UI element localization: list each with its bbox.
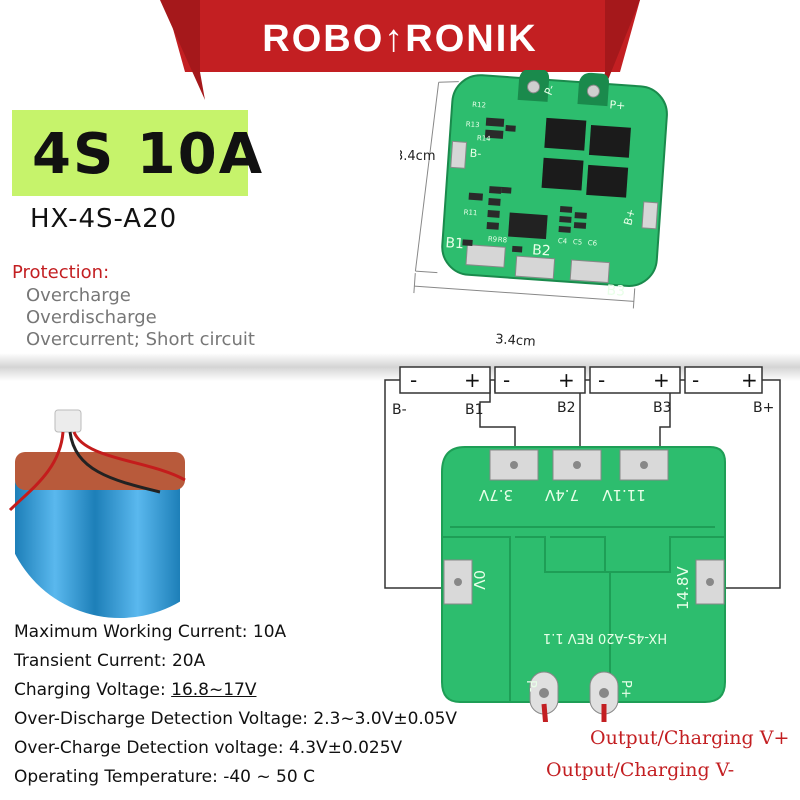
svg-text:R14: R14 xyxy=(477,134,492,143)
svg-text:B2: B2 xyxy=(532,242,552,259)
board-model-text: HX-4S-A20 REV 1.1 xyxy=(543,630,667,645)
svg-text:B+: B+ xyxy=(621,207,638,226)
protection-item: Overcharge xyxy=(26,285,131,306)
protection-title: Protection: xyxy=(12,262,110,283)
wire-label-b2: B2 xyxy=(557,400,576,416)
spec-line: Charging Voltage: 16.8~17V xyxy=(14,680,257,700)
cell-minus-sign: - xyxy=(692,368,699,392)
cell-minus-sign: - xyxy=(598,368,605,392)
cell-plus-sign: + xyxy=(653,368,670,392)
protection-item: Overcurrent; Short circuit xyxy=(26,329,255,350)
svg-text:R9: R9 xyxy=(488,235,498,244)
cell-minus-sign: - xyxy=(503,368,510,392)
voltage-label-11v1: 11.1V xyxy=(601,486,645,504)
svg-text:B1: B1 xyxy=(445,235,465,252)
protection-item: Overdischarge xyxy=(26,307,157,328)
cell-plus-sign: + xyxy=(464,368,481,392)
svg-text:C4: C4 xyxy=(558,237,568,246)
svg-text:P-: P- xyxy=(542,83,558,98)
callout-output-plus: Output/Charging V+ xyxy=(590,727,790,749)
svg-text:R11: R11 xyxy=(463,208,477,217)
spec-line: Maximum Working Current: 10A xyxy=(14,622,287,642)
wire-label-b1: B1 xyxy=(465,402,484,418)
right-pad-label: 14.8V xyxy=(674,566,692,610)
spec-line: Operating Temperature: -40 ~ 50 C xyxy=(14,767,315,787)
output-pad-label-minus: P- xyxy=(523,680,538,693)
wire-label-b-plus: B+ xyxy=(753,400,774,416)
svg-text:P+: P+ xyxy=(609,98,626,112)
wire-label-b-minus: B- xyxy=(392,402,407,418)
spec-line: Over-Charge Detection voltage: 4.3V±0.02… xyxy=(14,738,403,758)
model-highlight-box xyxy=(12,110,248,196)
part-number: HX-4S-A20 xyxy=(30,204,178,234)
model-label: 4S 10A xyxy=(32,122,265,187)
brand-banner xyxy=(0,0,640,110)
battery-pack-photo xyxy=(2,382,238,618)
width-dimension: 3.4cm xyxy=(495,332,536,350)
wiring-diagram: -+ -+ -+ -+ B- B1 B2 B3 B+ 3.7V 7.4V 11.… xyxy=(384,366,781,722)
svg-text:R12: R12 xyxy=(472,101,486,110)
left-pad-label: 0V xyxy=(470,570,488,591)
cell-plus-sign: + xyxy=(741,368,758,392)
height-dimension: 3.4cm xyxy=(400,149,436,164)
voltage-label-3v7: 3.7V xyxy=(478,486,513,504)
voltage-label-7v4: 7.4V xyxy=(544,486,579,504)
svg-text:C5: C5 xyxy=(573,238,583,247)
svg-text:C6: C6 xyxy=(588,239,598,248)
svg-text:R8: R8 xyxy=(498,236,508,245)
cell-minus-sign: - xyxy=(410,368,417,392)
svg-text:B3: B3 xyxy=(606,283,626,300)
wire-label-b3: B3 xyxy=(653,400,672,416)
spec-line: Over-Discharge Detection Voltage: 2.3~3.… xyxy=(14,709,458,729)
spec-line: Transient Current: 20A xyxy=(14,651,206,671)
brand-logo: ROBO↑RONIK xyxy=(262,18,538,60)
callout-output-minus: Output/Charging V- xyxy=(546,759,735,781)
svg-text:B-: B- xyxy=(469,147,481,161)
output-pad-label-plus: P+ xyxy=(618,680,633,699)
cell-plus-sign: + xyxy=(558,368,575,392)
svg-text:R13: R13 xyxy=(466,120,480,129)
